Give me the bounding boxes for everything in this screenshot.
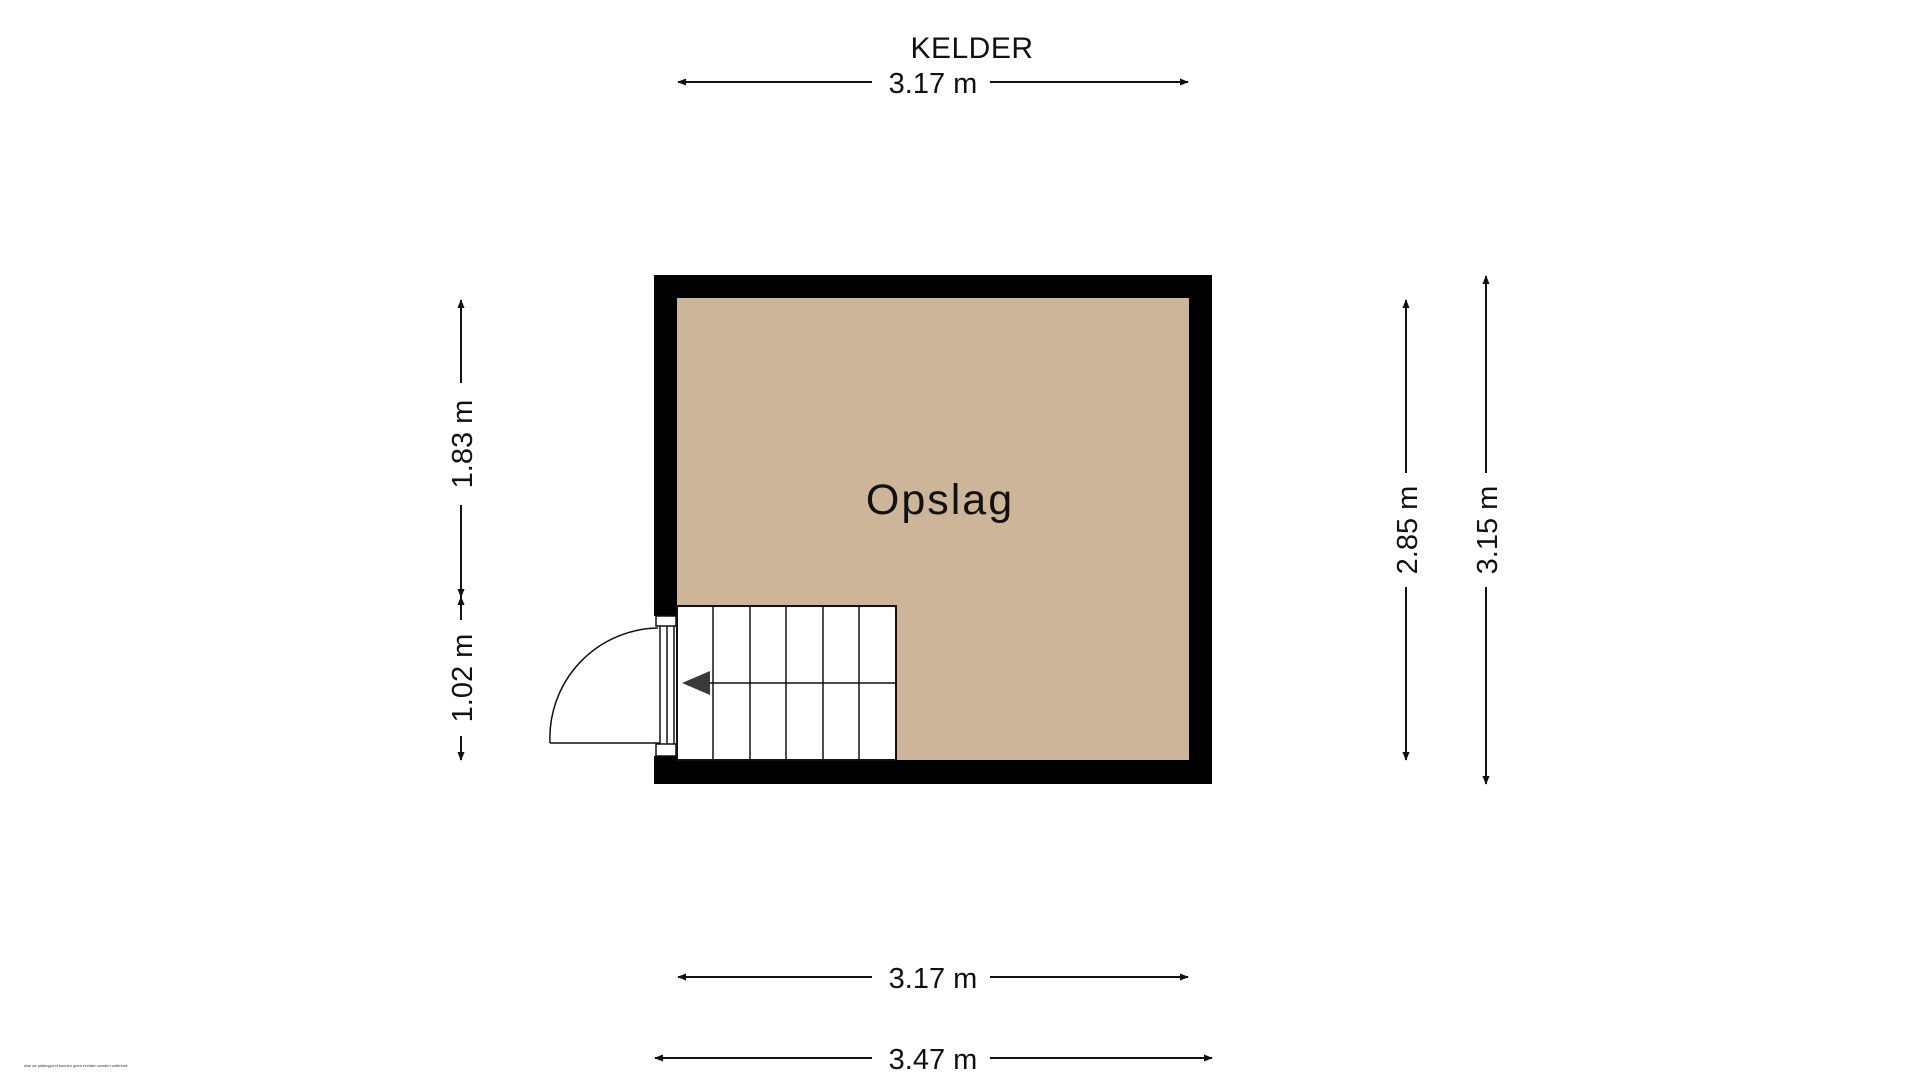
dimension-label-left-lower: 1.02 m [447,634,479,723]
disclaimer: Aan de plattegrond kunnen geen rechten w… [24,1063,128,1068]
dimension-top-width: 3.17 m [677,68,1189,100]
dimension-label-top-width: 3.17 m [889,68,978,100]
dimension-left-lower: 1.02 m [447,596,479,761]
stair-direction-arrow-icon [682,671,710,695]
staircase [676,605,897,761]
dimension-label-bottom-inner-width: 3.17 m [889,963,978,995]
dimension-label-bottom-outer-width: 3.47 m [889,1044,978,1076]
dimension-bottom-outer-width: 3.47 m [654,1044,1213,1076]
door-swing [549,627,660,744]
dimension-right-outer: 3.15 m [1472,275,1504,785]
dimension-right-inner: 2.85 m [1392,299,1424,761]
dimension-label-left-upper: 1.83 m [447,400,479,489]
dimension-bottom-inner-width: 3.17 m [677,963,1189,995]
dimension-label-right-inner: 2.85 m [1392,486,1424,575]
room-label: Opslag [866,476,1014,524]
dimension-label-right-outer: 3.15 m [1472,486,1504,575]
dimension-left-upper: 1.83 m [447,299,479,598]
floor-title: KELDER [910,32,1033,65]
